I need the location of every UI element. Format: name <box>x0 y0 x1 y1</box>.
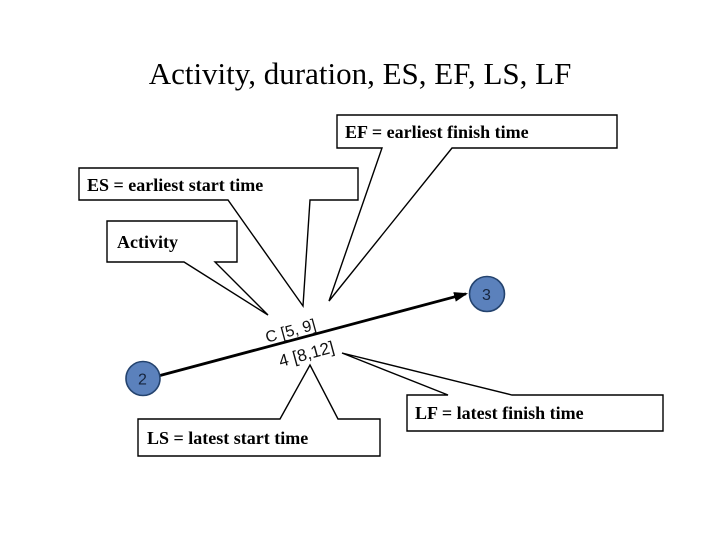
node-2-label: 2 <box>138 372 147 389</box>
node-3-label: 3 <box>482 287 491 304</box>
activity-arrow <box>159 292 469 377</box>
activity-callout-label: Activity <box>117 232 178 252</box>
node-3-circle <box>468 275 506 313</box>
ef-callout-shape <box>328 114 618 302</box>
ls-callout-shape <box>137 363 381 457</box>
ls-callout: LS = latest start time <box>137 363 381 457</box>
activity-callout-shape <box>106 220 269 316</box>
es-callout: ES = earliest start time <box>78 167 359 309</box>
ef-callout: EF = earliest finish time <box>328 114 618 302</box>
lf-callout-label: LF = latest finish time <box>415 403 584 423</box>
node-2-circle <box>125 360 161 397</box>
edge-label-name-es-ef: C [5, 9] <box>264 317 318 347</box>
ls-callout-label: LS = latest start time <box>147 428 308 448</box>
ef-callout-label: EF = earliest finish time <box>345 122 529 142</box>
node-3: 3 <box>468 275 506 313</box>
es-callout-shape <box>78 167 359 309</box>
slide-title: Activity, duration, ES, EF, LS, LF <box>148 56 572 91</box>
node-2: 2 <box>125 360 161 397</box>
activity-callout: Activity <box>106 220 269 316</box>
lf-callout-shape <box>341 352 664 432</box>
es-callout-label: ES = earliest start time <box>87 175 263 195</box>
lf-callout: LF = latest finish time <box>341 352 664 432</box>
